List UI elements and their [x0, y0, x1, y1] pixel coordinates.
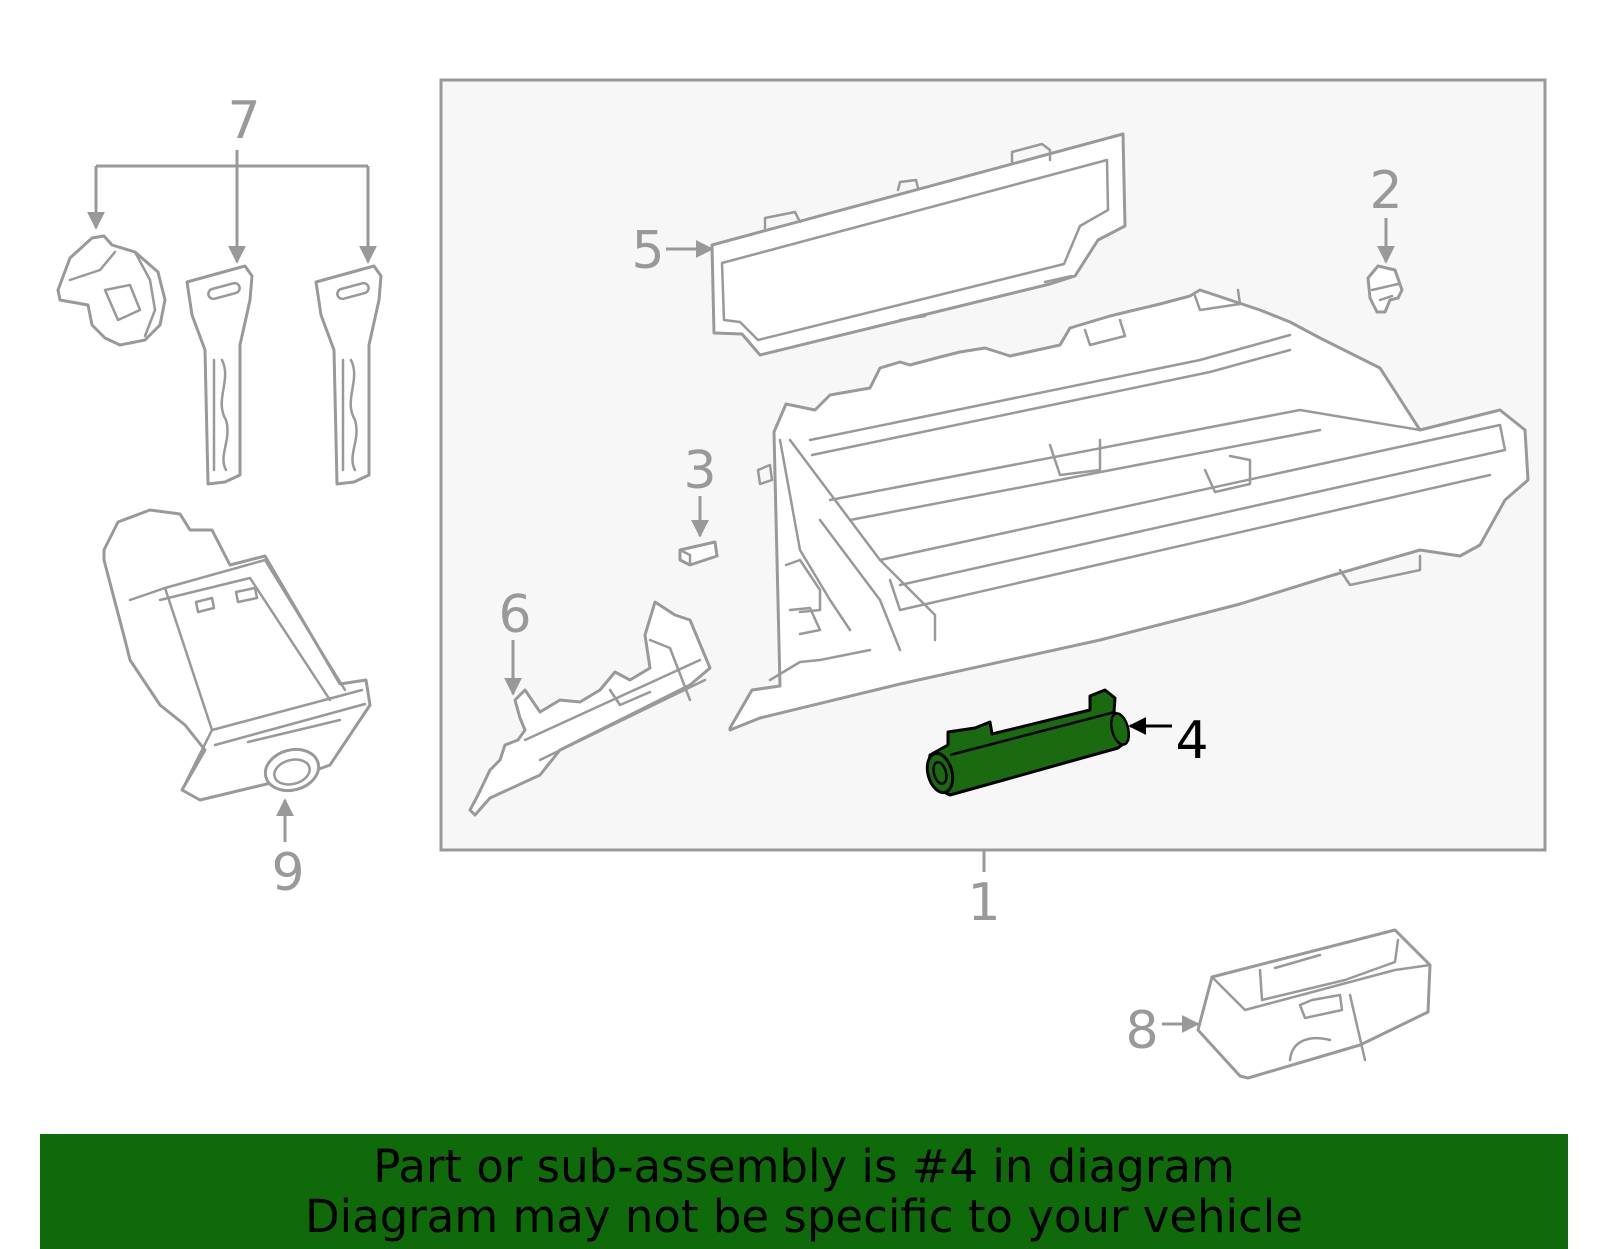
- part-9-knob: [263, 747, 321, 793]
- part-4-damper: [925, 688, 1131, 797]
- callout-4: 4: [1175, 711, 1208, 771]
- callout-8: 8: [1125, 1001, 1158, 1061]
- part-7-key-right: [314, 264, 383, 486]
- part-4-far-end: [1109, 712, 1131, 746]
- callout-7: 7: [227, 91, 260, 151]
- banner-line-2: Diagram may not be specific to your vehi…: [305, 1189, 1303, 1243]
- callout-3: 3: [683, 441, 716, 501]
- callout-5: 5: [631, 221, 664, 281]
- part-7-key-left: [185, 264, 254, 486]
- part-4-end-bore: [932, 761, 948, 785]
- part-5-panel: [710, 132, 1127, 357]
- part-1-glove-box: [728, 288, 1530, 732]
- part-7-lock-cylinder: [56, 234, 167, 347]
- callout-9: 9: [271, 843, 304, 903]
- callout-6: 6: [498, 585, 531, 645]
- part-6-bracket: [468, 600, 712, 817]
- info-banner: Part or sub-assembly is #4 in diagram Di…: [40, 1134, 1568, 1249]
- banner-line-1: Part or sub-assembly is #4 in diagram: [373, 1139, 1235, 1193]
- part-8-module: [1196, 928, 1432, 1080]
- part-2-stop: [1366, 264, 1404, 314]
- callout-2: 2: [1369, 161, 1402, 221]
- part-9-switch-housing: [102, 508, 372, 802]
- part-3-clip: [678, 540, 719, 567]
- part-4-end-cap: [925, 751, 955, 795]
- callout-1: 1: [967, 873, 1000, 933]
